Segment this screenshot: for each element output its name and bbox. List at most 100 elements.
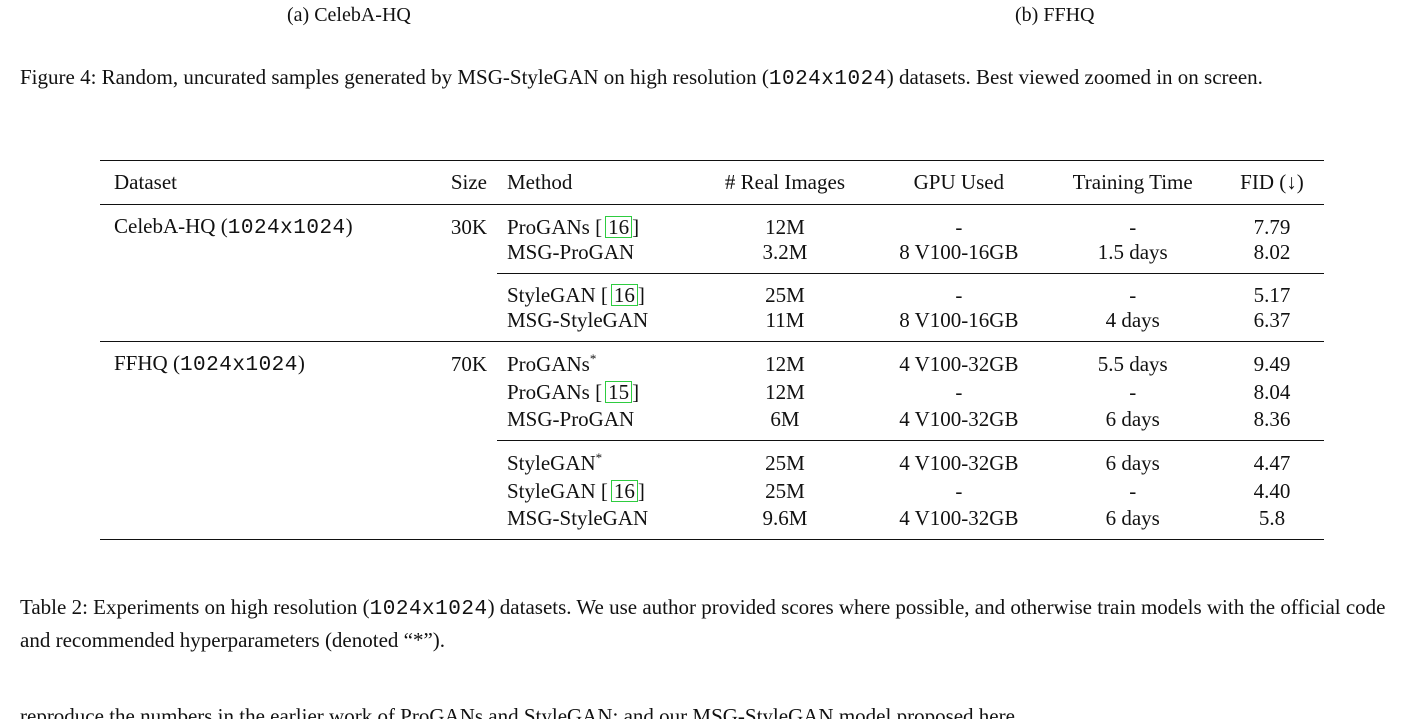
method-name: StyleGAN bbox=[507, 451, 596, 475]
table-row: MSG-ProGAN 3.2M 8 V100-16GB 1.5 days 8.02 bbox=[100, 240, 1324, 274]
cell-method: MSG-ProGAN bbox=[497, 240, 698, 274]
table-caption: Table 2: Experiments on high resolution … bbox=[20, 592, 1410, 655]
cell-fid: 5.8 bbox=[1219, 506, 1324, 540]
cell-training-time: 5.5 days bbox=[1097, 351, 1168, 376]
dataset-resolution: 1024x1024 bbox=[227, 217, 346, 240]
cell-training-time: 6 days bbox=[1105, 407, 1160, 431]
cell-gpu: - bbox=[955, 214, 963, 239]
method-name: MSG-StyleGAN bbox=[507, 308, 649, 332]
cell-dataset bbox=[100, 377, 427, 407]
cell-fid: 8.02 bbox=[1253, 240, 1291, 264]
cell-fid: 7.79 bbox=[1253, 214, 1291, 239]
cell-training-time: - bbox=[1129, 214, 1137, 239]
body-text-cutoff: reproduce the numbers in the earlier wor… bbox=[20, 704, 1015, 719]
cell-real-images: 9.6M bbox=[697, 506, 873, 540]
citation-link[interactable]: 16 bbox=[610, 284, 638, 306]
header-training-time: Training Time bbox=[1045, 160, 1220, 205]
cell-size bbox=[427, 506, 497, 540]
results-table: Dataset Size Method # Real Images GPU Us… bbox=[100, 160, 1324, 540]
cell-training-time: 4 days bbox=[1045, 308, 1220, 342]
cell-real-images: 6M bbox=[770, 407, 800, 431]
cell-dataset bbox=[100, 274, 427, 309]
cell-real-images: 12M bbox=[765, 214, 805, 239]
cell-size: 70K bbox=[450, 351, 487, 376]
cell-size bbox=[427, 308, 497, 342]
cell-training-time: - bbox=[1045, 273, 1220, 308]
method-name: MSG-StyleGAN bbox=[507, 506, 649, 530]
cell-training-time: - bbox=[1129, 379, 1137, 404]
dataset-name: CelebA-HQ bbox=[114, 214, 216, 238]
method-name: StyleGAN bbox=[507, 478, 596, 503]
cell-real-images: 25M bbox=[765, 478, 805, 503]
header-real-images: # Real Images bbox=[697, 160, 873, 205]
cell-dataset bbox=[100, 476, 427, 506]
table-row: StyleGAN [16]25M--4.40 bbox=[100, 476, 1324, 506]
table-row: ProGANs [15]12M--8.04 bbox=[100, 377, 1324, 407]
subcaption-ffhq: (b) FFHQ bbox=[1015, 4, 1095, 26]
cell-gpu: 4 V100-32GB bbox=[872, 506, 1046, 540]
cell-dataset bbox=[100, 308, 428, 342]
cell-gpu: - bbox=[955, 478, 963, 503]
cell-method: ProGANs* bbox=[497, 342, 698, 378]
figure-caption: Figure 4: Random, uncurated samples gene… bbox=[20, 62, 1410, 95]
cell-fid: 8.36 bbox=[1253, 407, 1291, 431]
figure-caption-suffix: ) datasets. Best viewed zoomed in on scr… bbox=[886, 65, 1263, 89]
cell-fid: 6.37 bbox=[1219, 308, 1324, 342]
dataset-resolution: 1024x1024 bbox=[179, 354, 298, 377]
header-dataset: Dataset bbox=[100, 160, 428, 205]
table-caption-prefix: Table 2: Experiments on high resolution … bbox=[20, 595, 370, 619]
cell-gpu: - bbox=[955, 379, 963, 404]
header-fid: FID (↓) bbox=[1219, 160, 1324, 205]
header-size: Size bbox=[427, 160, 497, 205]
cell-fid: 5.17 bbox=[1219, 273, 1324, 308]
citation-link[interactable]: 16 bbox=[605, 215, 633, 238]
method-name: ProGANs bbox=[507, 379, 590, 404]
method-name: ProGANs bbox=[507, 214, 590, 239]
cell-gpu: 4 V100-32GB bbox=[899, 351, 1019, 376]
cell-gpu: 8 V100-16GB bbox=[899, 240, 1019, 264]
cell-gpu: - bbox=[872, 273, 1046, 308]
cell-real-images: 25M bbox=[697, 273, 873, 308]
citation-link[interactable]: 15 bbox=[605, 380, 633, 403]
citation-link[interactable]: 16 bbox=[610, 479, 638, 502]
method-name: StyleGAN bbox=[507, 283, 596, 307]
cell-method: MSG-StyleGAN bbox=[497, 308, 698, 342]
cell-size bbox=[427, 240, 497, 274]
cell-dataset bbox=[100, 441, 427, 477]
cell-fid: 4.40 bbox=[1253, 478, 1291, 503]
figure-caption-prefix: Figure 4: Random, uncurated samples gene… bbox=[20, 65, 769, 89]
cell-dataset: FFHQ (1024x1024) bbox=[114, 351, 305, 377]
cell-real-images: 3.2M bbox=[762, 240, 808, 264]
cell-real-images: 12M bbox=[765, 379, 805, 404]
figure-caption-resolution: 1024x1024 bbox=[768, 68, 887, 91]
cell-real-images: 12M bbox=[765, 351, 805, 376]
cell-size bbox=[427, 476, 497, 506]
cell-fid: 8.04 bbox=[1253, 379, 1291, 404]
cell-dataset bbox=[100, 506, 428, 540]
header-method: Method bbox=[497, 160, 698, 205]
cell-dataset bbox=[100, 407, 427, 441]
cell-fid: 4.47 bbox=[1219, 440, 1324, 476]
cell-training-time: 1.5 days bbox=[1097, 240, 1168, 264]
table-caption-resolution: 1024x1024 bbox=[369, 598, 488, 621]
table-header-row: Dataset Size Method # Real Images GPU Us… bbox=[100, 160, 1324, 205]
cell-real-images: 11M bbox=[697, 308, 873, 342]
cell-gpu: 8 V100-16GB bbox=[872, 308, 1046, 342]
cell-method: StyleGAN [16] bbox=[497, 273, 698, 308]
method-name: MSG-ProGAN bbox=[507, 407, 635, 431]
cell-size bbox=[427, 377, 497, 407]
method-name: ProGANs bbox=[507, 352, 590, 376]
cell-method: MSG-ProGAN bbox=[497, 407, 698, 441]
subcaption-celeba: (a) CelebA-HQ bbox=[287, 4, 411, 26]
cell-size bbox=[427, 441, 497, 477]
cell-fid: 9.49 bbox=[1253, 351, 1291, 376]
asterisk-marker: * bbox=[595, 450, 603, 465]
asterisk-marker: * bbox=[589, 351, 597, 366]
cell-training-time: - bbox=[1129, 478, 1137, 503]
